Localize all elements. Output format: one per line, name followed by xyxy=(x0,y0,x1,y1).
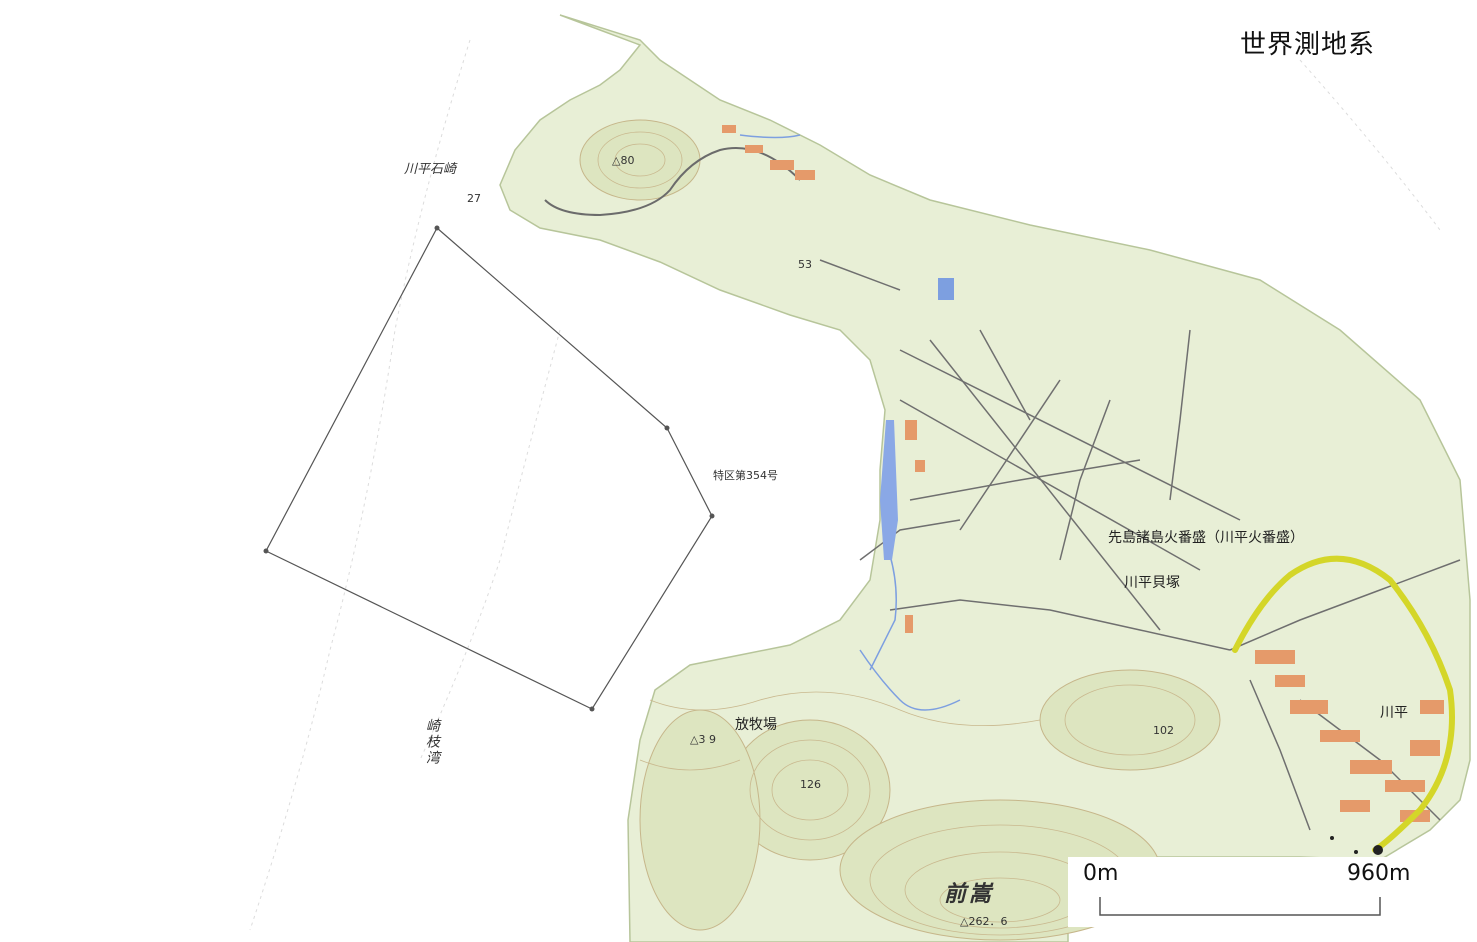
elevation-53: 53 xyxy=(798,258,812,271)
scale-start-label: 0m xyxy=(1083,861,1119,886)
scale-end-label: 960m xyxy=(1347,861,1411,886)
elevation-maedake: △262．6 xyxy=(960,915,1008,928)
place-maedake: 前嵩 xyxy=(944,882,995,907)
river-strip xyxy=(880,420,898,560)
elevation-peak-north: △80 xyxy=(612,154,635,167)
landmark-dots xyxy=(1330,836,1383,855)
elevation-126: 126 xyxy=(800,778,821,791)
land-north xyxy=(499,14,1471,942)
highlighted-route xyxy=(1232,555,1455,853)
place-bay: 崎枝湾 xyxy=(424,718,440,766)
settlements xyxy=(722,125,1444,822)
pond xyxy=(938,278,954,300)
zone-boundary xyxy=(265,227,713,710)
elevation-ishihana: 27 xyxy=(467,192,481,205)
zone-label: 特区第354号 xyxy=(713,469,778,482)
datum-label: 世界測地系 xyxy=(1240,30,1376,60)
place-kabira: 川平 xyxy=(1380,705,1408,721)
sea-contours xyxy=(249,39,1441,931)
scale-bar xyxy=(1099,897,1381,916)
place-kawahira-ishihana: 川平石崎 xyxy=(404,162,457,177)
place-hoboku: 放牧場 xyxy=(735,717,777,733)
elevation-102: 102 xyxy=(1153,724,1174,737)
elevation-hoboku: △3 9 xyxy=(690,733,716,746)
place-kabira-kaizuka: 川平貝塚 xyxy=(1124,575,1180,591)
place-fire-beacon: 先島諸島火番盛（川平火番盛） xyxy=(1108,530,1304,546)
boundary-vertices xyxy=(263,225,715,712)
